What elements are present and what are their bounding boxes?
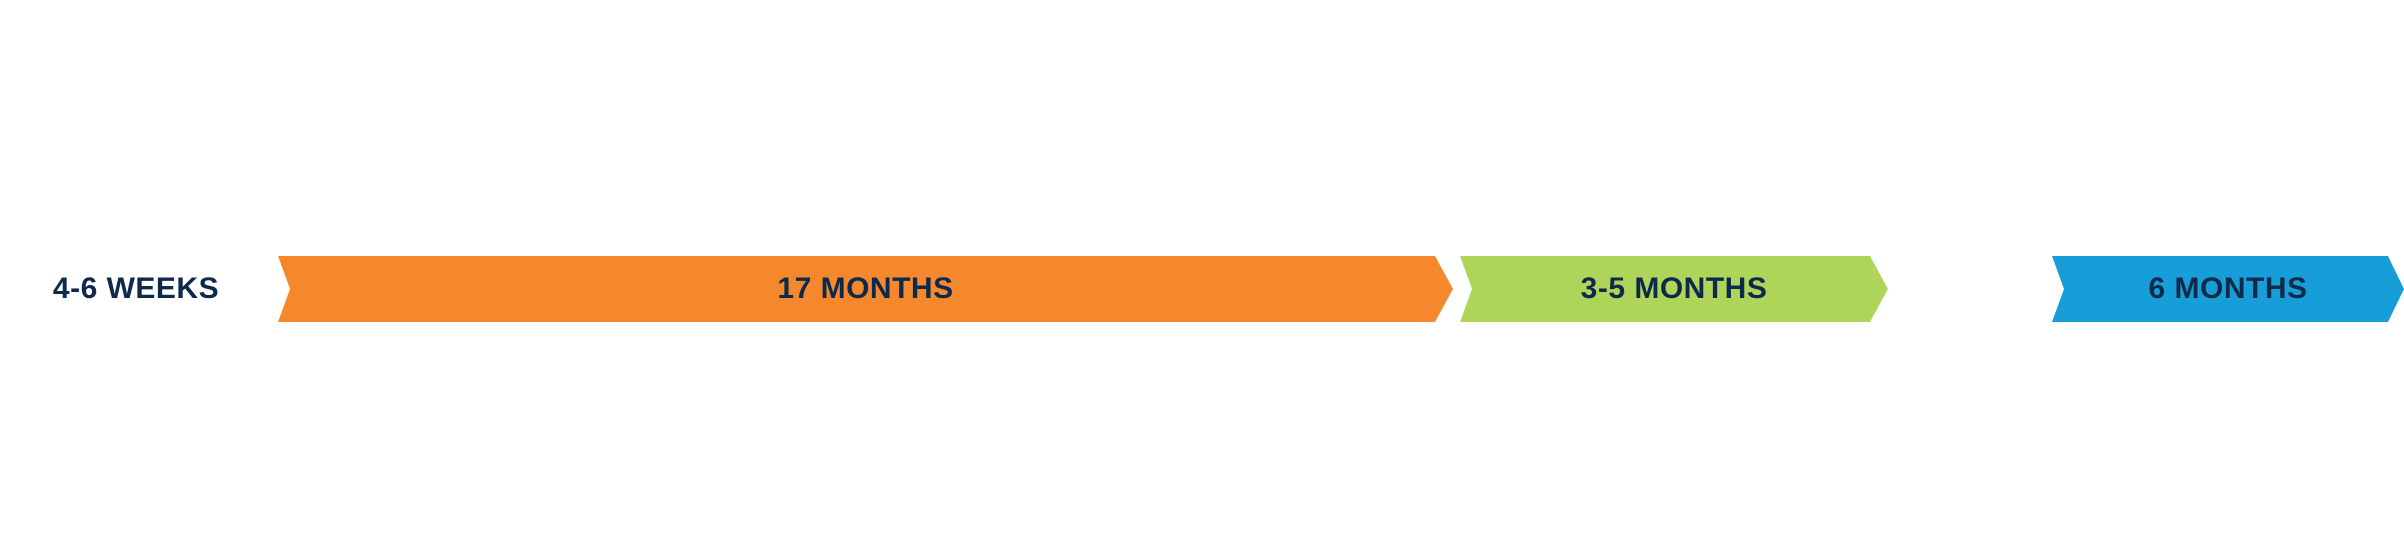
phase-label: 17 MONTHS [777,272,954,305]
phase-arrow-6-months: 6 MONTHS [2052,256,2404,322]
phase-arrow-3-5-months: 3-5 MONTHS [1460,256,1888,322]
lead-duration-label: 4-6 WEEKS [52,272,220,305]
phase-label: 6 MONTHS [2148,272,2308,305]
phase-label: 3-5 MONTHS [1580,272,1768,305]
phase-arrow-17-months: 17 MONTHS [278,256,1453,322]
